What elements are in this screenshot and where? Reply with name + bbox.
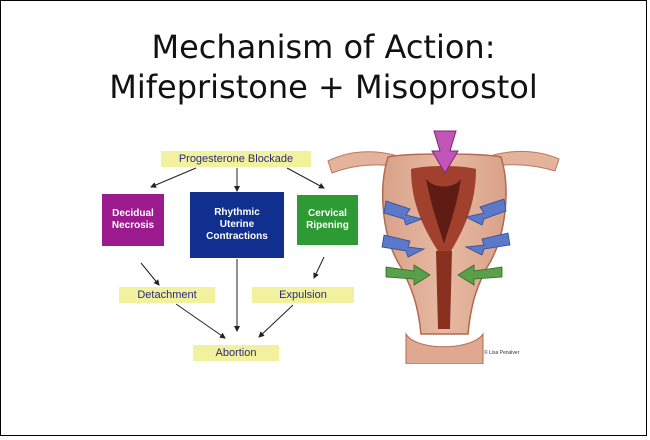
arrow-right-to-expulsion	[314, 257, 324, 278]
arrow-top-to-right	[287, 168, 324, 188]
arrow-detachment-to-abortion	[176, 304, 225, 338]
abortion-label: Abortion	[193, 345, 279, 361]
illustration-credit: © Lisa Penalver	[484, 350, 519, 356]
arrow-left-to-detachment	[141, 263, 159, 285]
arrow-expulsion-to-abortion	[259, 305, 293, 337]
progesterone-blockade-label: Progesterone Blockade	[161, 151, 311, 167]
arrow-top-to-left	[151, 168, 196, 187]
uterus-illustration	[326, 129, 561, 364]
detachment-label: Detachment	[119, 287, 215, 303]
decidual-necrosis-box: Decidual Necrosis	[102, 194, 164, 246]
uterine-contractions-box: Rhythmic Uterine Contractions	[190, 192, 284, 258]
